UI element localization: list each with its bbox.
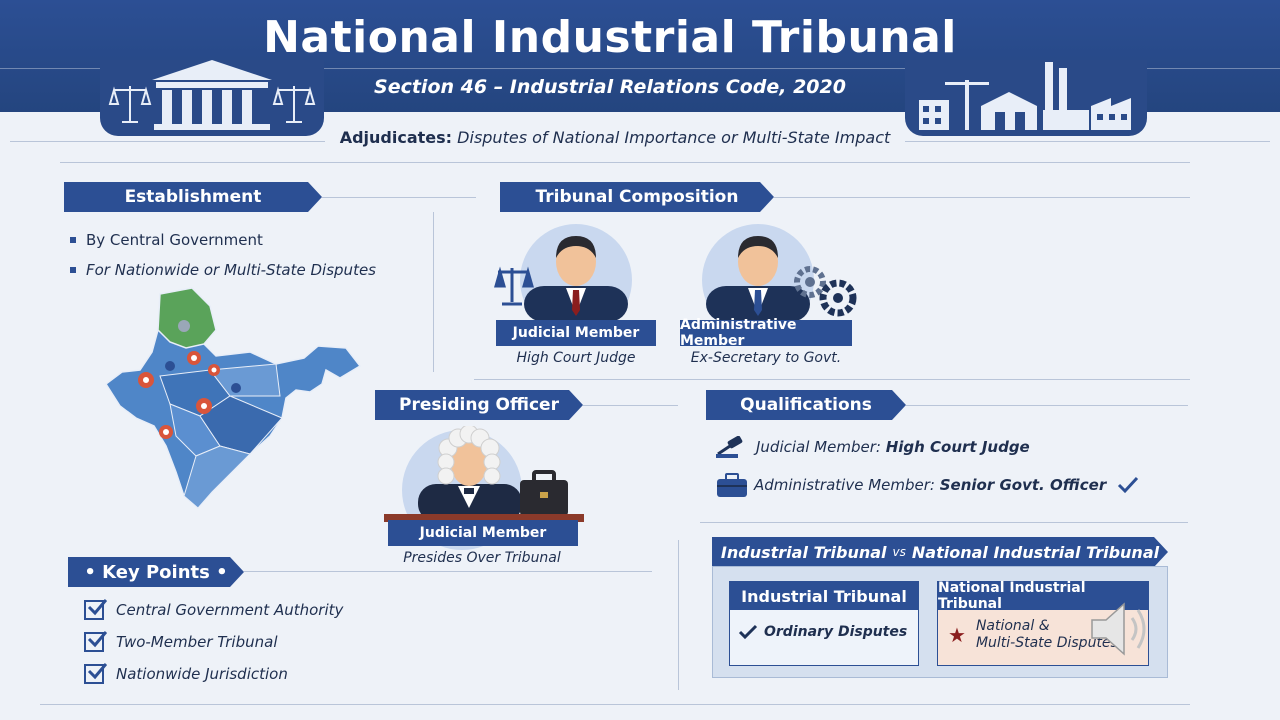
presiding-judge-icon xyxy=(384,426,584,522)
qualifications-heading-text: Qualifications xyxy=(740,395,872,415)
gavel-icon xyxy=(716,436,743,458)
divider xyxy=(774,197,1190,198)
admin-avatar-icon xyxy=(706,236,857,322)
presiding-member-label: Judicial Member xyxy=(388,520,578,546)
comparison-heading: Industrial Tribunal vs National Industri… xyxy=(712,537,1168,567)
card-item-line: National & xyxy=(975,618,1050,634)
qualification-value: Senior Govt. Officer xyxy=(939,476,1107,494)
card-title: Industrial Tribunal xyxy=(741,586,907,606)
checkbox-icon xyxy=(84,663,107,684)
checkbox-icon xyxy=(84,599,107,620)
key-points-list: Central Government Authority Two-Member … xyxy=(84,594,484,690)
checkmark-icon xyxy=(738,624,758,640)
star-icon: ★ xyxy=(948,623,966,647)
factory-emblem xyxy=(905,60,1147,136)
card-item-line: Multi-State Disputes xyxy=(975,635,1118,651)
presiding-heading: Presiding Officer xyxy=(375,390,583,420)
card-title: National Industrial Tribunal xyxy=(938,580,1086,612)
divider xyxy=(905,141,1270,142)
india-map-icon xyxy=(104,287,362,510)
card-item: Ordinary Disputes xyxy=(730,610,918,640)
member-title: Judicial Member xyxy=(419,525,547,541)
divider xyxy=(700,522,1188,523)
industrial-tribunal-card: Industrial Tribunal Ordinary Disputes xyxy=(729,581,919,666)
key-point-item: Central Government Authority xyxy=(84,594,484,626)
comparison-heading-right: National Industrial Tribunal xyxy=(911,542,1160,562)
member-title: Administrative Member xyxy=(680,317,797,349)
divider xyxy=(10,141,325,142)
card-item: ★ National & Multi-State Disputes xyxy=(938,610,1148,652)
list-item-text: For Nationwide or Multi-State Disputes xyxy=(86,261,376,279)
divider xyxy=(433,212,434,372)
presiding-heading-text: Presiding Officer xyxy=(399,395,559,415)
briefcase-icon xyxy=(717,473,747,497)
divider xyxy=(244,571,652,572)
card-header: National Industrial Tribunal xyxy=(938,580,1148,612)
list-item-text: By Central Government xyxy=(86,231,263,249)
checkbox-icon xyxy=(84,631,107,652)
qualifications-heading: Qualifications xyxy=(706,390,906,420)
divider xyxy=(474,379,1190,380)
divider xyxy=(40,704,1190,705)
card-item-text: Ordinary Disputes xyxy=(764,624,908,640)
card-header: Industrial Tribunal xyxy=(730,582,918,610)
page-subtitle: Section 46 – Industrial Relations Code, … xyxy=(374,76,846,98)
establishment-list: By Central Government For Nationwide or … xyxy=(70,225,430,285)
judge-avatar-icon xyxy=(494,236,628,322)
divider xyxy=(583,405,678,406)
gear-icon xyxy=(794,266,857,317)
adjudicates-label: Adjudicates: xyxy=(339,128,453,147)
comparison-heading-left: Industrial Tribunal xyxy=(720,542,887,562)
key-point-item: Nationwide Jurisdiction xyxy=(84,658,484,690)
card-item-text: National & Multi-State Disputes xyxy=(976,618,1118,652)
qualification-label: Judicial Member: xyxy=(756,438,881,456)
qualification-item: Administrative Member: Senior Govt. Offi… xyxy=(716,470,1156,500)
adjudicates-value: Disputes of National Importance or Multi… xyxy=(457,128,891,147)
composition-heading: Tribunal Composition xyxy=(500,182,774,212)
establishment-heading: Establishment xyxy=(64,182,322,212)
checkmark-icon xyxy=(1118,476,1139,494)
speaker-icon[interactable] xyxy=(1086,598,1156,660)
key-point-text: Two-Member Tribunal xyxy=(116,633,278,651)
key-points-heading: • Key Points • xyxy=(68,557,244,587)
courthouse-icon xyxy=(108,60,316,130)
qualification-value: High Court Judge xyxy=(885,438,1030,456)
presiding-subtitle: Presides Over Tribunal xyxy=(403,550,561,566)
key-point-text: Nationwide Jurisdiction xyxy=(116,665,288,683)
divider xyxy=(678,540,679,690)
briefcase-icon xyxy=(520,470,568,516)
qualification-item: Judicial Member: High Court Judge xyxy=(714,432,1134,462)
establishment-heading-text: Establishment xyxy=(124,187,262,207)
india-map xyxy=(100,286,370,516)
key-point-text: Central Government Authority xyxy=(116,601,344,619)
comparison-heading-vs: vs xyxy=(892,545,906,559)
judicial-member-label: Judicial Member xyxy=(496,320,656,346)
page-title: National Industrial Tribunal xyxy=(263,12,957,63)
judicial-member-subtitle: High Court Judge xyxy=(516,350,636,366)
member-title: Judicial Member xyxy=(512,325,640,341)
bullet-icon xyxy=(70,267,76,273)
courthouse-emblem xyxy=(100,60,324,136)
adjudicates-line: Adjudicates: Disputes of National Import… xyxy=(330,128,900,147)
divider xyxy=(322,197,476,198)
bullet-icon xyxy=(70,237,76,243)
divider xyxy=(60,162,1190,163)
divider xyxy=(906,405,1188,406)
speaker-glyph-icon xyxy=(1091,602,1146,656)
key-points-heading-text: • Key Points • xyxy=(84,561,228,583)
administrative-member-subtitle: Ex-Secretary to Govt. xyxy=(690,350,842,366)
judicial-member-figure xyxy=(494,222,656,336)
factory-icon xyxy=(919,62,1131,130)
composition-heading-text: Tribunal Composition xyxy=(535,187,739,207)
key-point-item: Two-Member Tribunal xyxy=(84,626,484,658)
administrative-member-label: Administrative Member xyxy=(680,317,852,349)
administrative-member-figure xyxy=(690,222,866,336)
list-item: By Central Government xyxy=(70,225,430,255)
location-pins xyxy=(138,351,241,439)
list-item: For Nationwide or Multi-State Disputes xyxy=(70,255,430,285)
presiding-officer-figure xyxy=(382,426,586,550)
qualification-label: Administrative Member: xyxy=(754,476,935,494)
